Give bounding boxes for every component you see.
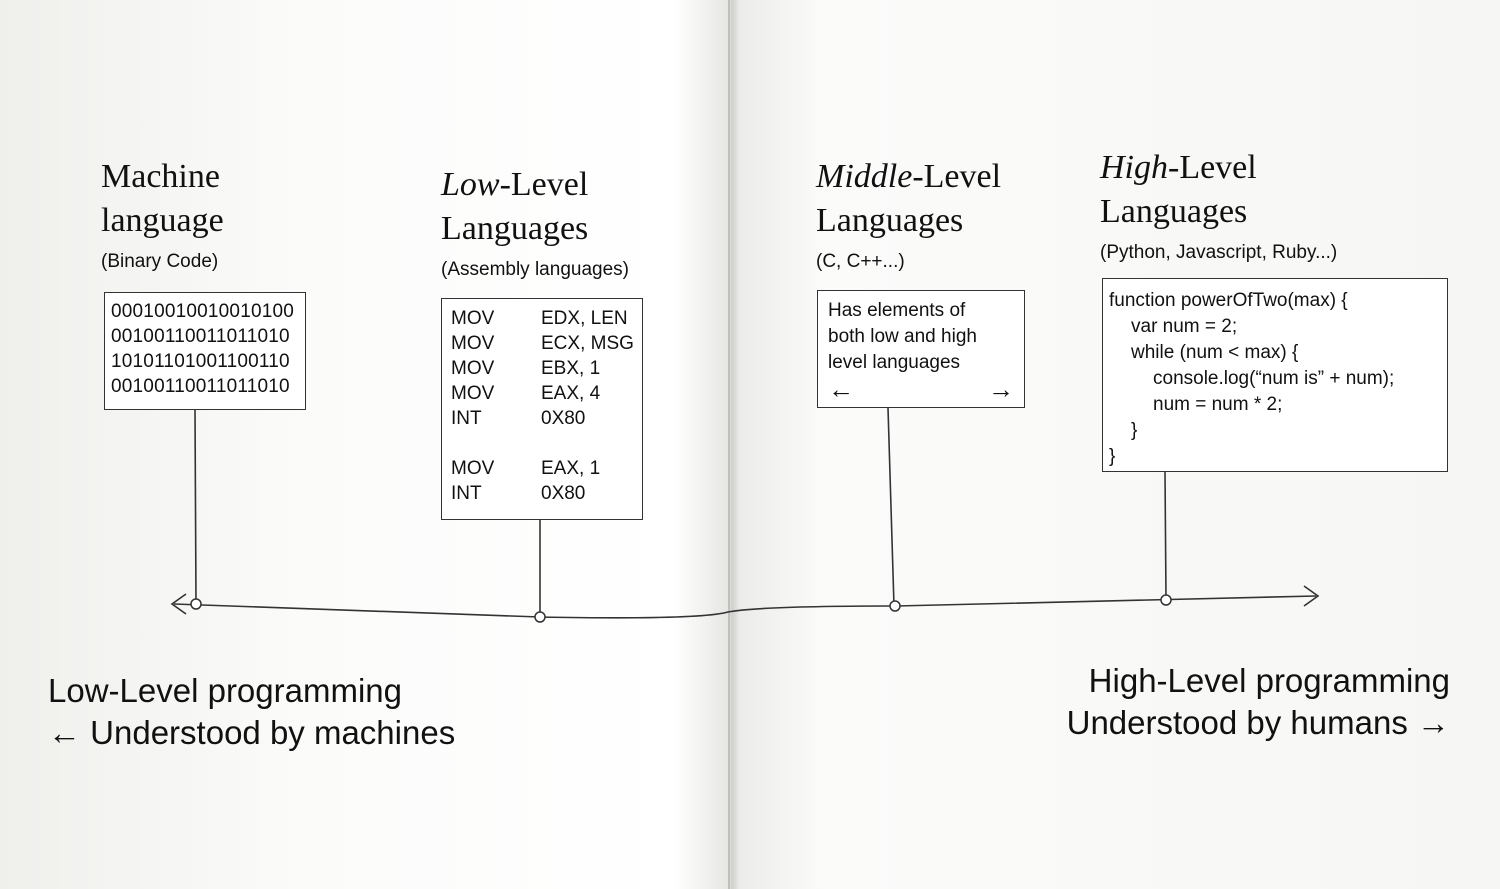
binary-line: 10101101001100110 bbox=[111, 351, 290, 372]
connector-high bbox=[1164, 471, 1167, 601]
binary-line: 00100110011011010 bbox=[111, 326, 290, 347]
code-line: } bbox=[1109, 446, 1116, 467]
timeline-node-machine bbox=[190, 598, 202, 610]
subtitle-python-js-ruby: (Python, Javascript, Ruby...) bbox=[1100, 242, 1338, 263]
connector-middle bbox=[887, 407, 895, 607]
code-line: function powerOfTwo(max) { bbox=[1109, 290, 1348, 311]
timeline-right-arrowhead bbox=[1303, 585, 1320, 607]
bidirectional-arrows: ← → bbox=[828, 376, 1014, 402]
book-spine bbox=[728, 0, 730, 889]
connector-machine bbox=[194, 409, 197, 605]
arrow-right-icon: → bbox=[988, 374, 1014, 404]
code-line: num = num * 2; bbox=[1153, 394, 1283, 415]
binary-line: 00100110011011010 bbox=[111, 376, 290, 397]
arrow-left-icon: ← bbox=[828, 374, 854, 404]
heading-high-level: High-Level Languages (Python, Javascript… bbox=[1100, 146, 1337, 266]
timeline-node-low bbox=[534, 611, 546, 623]
middle-level-description-box: Has elements of both low and high level … bbox=[817, 290, 1025, 408]
timeline-left-arrowhead bbox=[170, 593, 187, 615]
subtitle-binary-code: (Binary Code) bbox=[101, 251, 219, 272]
heading-low-level: Low-Level Languages (Assembly languages) bbox=[441, 163, 629, 283]
code-line: var num = 2; bbox=[1131, 316, 1238, 337]
code-line: console.log(“num is” + num); bbox=[1153, 368, 1395, 389]
code-line: } bbox=[1131, 420, 1138, 441]
binary-line: 00010010010010100 bbox=[111, 301, 295, 322]
heading-middle-level: Middle-Level Languages (C, C++...) bbox=[816, 155, 1001, 275]
subtitle-assembly: (Assembly languages) bbox=[441, 259, 629, 280]
binary-code-box: 00010010010010100 00100110011011010 1010… bbox=[104, 292, 306, 410]
timeline-node-high bbox=[1160, 594, 1172, 606]
subtitle-c-cpp: (C, C++...) bbox=[816, 251, 905, 272]
high-level-caption: High-Level programming Understood by hum… bbox=[1066, 662, 1450, 741]
low-level-caption: Low-Level programming ← Understood by ma… bbox=[48, 672, 456, 751]
timeline-axis bbox=[173, 595, 1317, 619]
code-line: while (num < max) { bbox=[1131, 342, 1299, 363]
timeline-node-middle bbox=[889, 600, 901, 612]
heading-machine-language: Machine language (Binary Code) bbox=[101, 155, 224, 275]
high-level-code-box: function powerOfTwo(max) { var num = 2; … bbox=[1102, 278, 1448, 472]
